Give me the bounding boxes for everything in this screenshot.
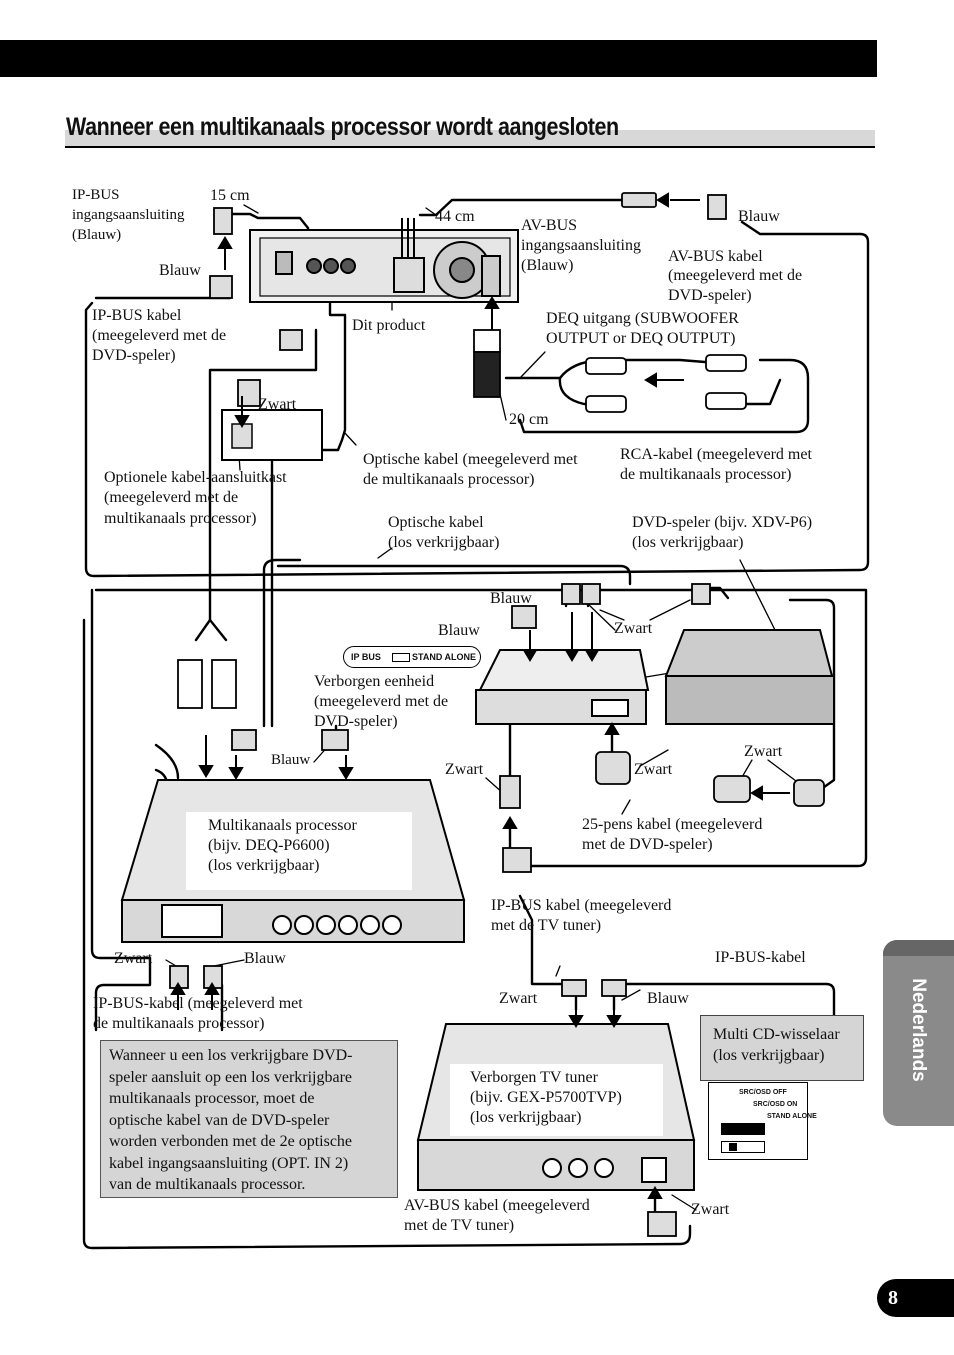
header-bar (0, 40, 877, 77)
note-box: Wanneer u een los verkrijgbare DVD- spel… (100, 1040, 398, 1198)
length-15cm: 15 cm (210, 187, 250, 204)
avbus-cable-label-1: AV-BUS kabel (668, 248, 763, 265)
avbus-input-label-2: ingangsaansluiting (521, 237, 641, 254)
osd-switch-panel: SRC/OSD OFF SRC/OSD ON STAND ALONE (708, 1082, 817, 1160)
ipbus-cable-cd-label: IP-BUS-kabel (715, 949, 806, 966)
avbus-input-label-1: AV-BUS (521, 217, 578, 234)
rca-cable-label-1: RCA-kabel (meegeleverd met (620, 446, 812, 463)
hidden-unit-label-3: DVD-speler) (314, 713, 398, 730)
color-label-blauw: Blauw (438, 622, 480, 639)
pin25-cable-label-2: met de DVD-speler) (582, 836, 713, 853)
ipbus-standalone-switch: IP BUS STAND ALONE (343, 646, 481, 668)
deq-output-label-1: DEQ uitgang (SUBWOOFER (546, 310, 739, 327)
optical-cable-label-2: de multikanaals processor) (363, 471, 535, 488)
color-label-zwart: Zwart (744, 743, 783, 760)
note-line: worden verbonden met de 2e optische (109, 1133, 353, 1150)
color-label-zwart: Zwart (114, 950, 153, 967)
ipbus-cable-label-3: DVD-speler) (92, 347, 176, 364)
note-line: multikanaals processor, moet de (109, 1090, 315, 1107)
cd-changer-box: Multi CD-wisselaar (los verkrijgbaar) (700, 1015, 864, 1081)
length-20cm: 20 cm (509, 411, 549, 428)
avbus-tv-cable-label-1: AV-BUS kabel (meegeleverd (404, 1197, 590, 1214)
note-line: Wanneer u een los verkrijgbare DVD- (109, 1047, 353, 1064)
pin25-cable-label-1: 25-pens kabel (meegeleverd (582, 816, 763, 833)
processor-label: Multikanaals processor (bijv. DEQ-P6600)… (186, 812, 412, 890)
cd-changer-label-2: (los verkrijgbaar) (713, 1047, 825, 1064)
note-line: optische kabel van de DVD-speler (109, 1111, 330, 1129)
title-band (65, 130, 875, 146)
rca-cable-label-2: de multikanaals processor) (620, 466, 792, 483)
product-label: Dit product (352, 317, 426, 334)
processor-label-3: (los verkrijgbaar) (208, 857, 320, 874)
ipbus-input-label-3: (Blauw) (72, 227, 122, 243)
color-label-zwart: Zwart (691, 1201, 730, 1218)
ipbus-tv-cable-label-1: IP-BUS kabel (meegeleverd (491, 897, 672, 914)
note-line: kabel ingangsaansluiting (OPT. IN 2) (109, 1154, 349, 1172)
color-label-blauw: Blauw (647, 990, 689, 1007)
length-44cm: 44 cm (435, 208, 475, 225)
hidden-unit-label-1: Verborgen eenheid (314, 673, 435, 690)
tv-tuner-label-1: Verborgen TV tuner (470, 1069, 598, 1086)
note-line: van de multikanaals processor. (109, 1176, 306, 1193)
avbus-tv-cable-label-2: met de TV tuner) (404, 1217, 515, 1234)
color-label-blauw: Blauw (159, 262, 201, 279)
junction-box-label-3: multikanaals processor) (104, 510, 257, 527)
color-label-blauw: Blauw (244, 950, 286, 967)
switch-osd-off-label: SRC/OSD OFF (739, 1089, 787, 1096)
avbus-cable-label-2: (meegeleverd met de (668, 267, 803, 284)
color-label-zwart: Zwart (614, 620, 653, 637)
optical-cable-sep-label-2: (los verkrijgbaar) (388, 534, 500, 551)
color-label-zwart: Zwart (258, 396, 297, 413)
switch-toggle-icon (392, 653, 410, 662)
switch-knob-icon (729, 1143, 737, 1151)
tv-tuner-label-3: (los verkrijgbaar) (470, 1109, 582, 1126)
ipbus-input-label-2: ingangsaansluiting (72, 207, 185, 223)
color-label-zwart: Zwart (445, 761, 484, 778)
switch-label-standalone: STAND ALONE (412, 652, 476, 662)
junction-box-label-2: (meegeleverd met de (104, 489, 239, 506)
hidden-unit-label-2: (meegeleverd met de (314, 693, 449, 710)
title-rule (65, 146, 875, 148)
ipbus-proc-cable-label-2: de multikanaals processor) (93, 1015, 265, 1032)
ipbus-input-label-1: IP-BUS (72, 187, 120, 203)
switch-slot-icon (721, 1141, 765, 1153)
color-label-zwart: Zwart (499, 990, 538, 1007)
switch-label-ipbus: IP BUS (351, 652, 381, 662)
deq-output-label-2: OUTPUT or DEQ OUTPUT) (546, 330, 736, 347)
dvd-player-label-2: (los verkrijgbaar) (632, 534, 744, 551)
switch-bar-icon (721, 1123, 765, 1135)
switch-osd-on-label: SRC/OSD ON (753, 1101, 798, 1108)
language-tab-cap (883, 940, 954, 956)
note-line: speler aansluit op een los verkrijgbare (109, 1068, 353, 1086)
cd-changer-label-1: Multi CD-wisselaar (713, 1026, 840, 1043)
language-tab-label: Nederlands (908, 978, 929, 1082)
processor-label-1: Multikanaals processor (208, 817, 357, 834)
tv-tuner-label-2: (bijv. GEX-P5700TVP) (470, 1089, 622, 1106)
junction-box-label-1: Optionele kabel-aansluitkast (104, 469, 287, 486)
ipbus-tv-cable-label-2: met de TV tuner) (491, 917, 602, 934)
optical-cable-label-1: Optische kabel (meegeleverd met (363, 451, 578, 468)
ipbus-cable-label-1: IP-BUS kabel (92, 307, 182, 324)
color-label-blauw: Blauw (271, 752, 311, 768)
avbus-input-label-3: (Blauw) (521, 257, 574, 274)
ipbus-proc-cable-label-1: IP-BUS-kabel (meegeleverd met (93, 995, 303, 1012)
processor-label-2: (bijv. DEQ-P6600) (208, 837, 330, 854)
switch-standalone-label: STAND ALONE (767, 1113, 817, 1120)
avbus-cable-label-3: DVD-speler) (668, 287, 752, 304)
color-label-blauw: Blauw (738, 208, 780, 225)
dvd-player-label-1: DVD-speler (bijv. XDV-P6) (632, 514, 813, 531)
tv-tuner-label: Verborgen TV tuner (bijv. GEX-P5700TVP) … (450, 1064, 663, 1136)
color-label-blauw: Blauw (490, 590, 532, 607)
ipbus-cable-label-2: (meegeleverd met de (92, 327, 227, 344)
language-tab (883, 940, 954, 1126)
page-number: 8 (877, 1279, 954, 1317)
page-title: Wanneer een multikanaals processor wordt… (66, 113, 619, 141)
color-label-zwart: Zwart (634, 761, 673, 778)
optical-cable-sep-label-1: Optische kabel (388, 514, 484, 531)
